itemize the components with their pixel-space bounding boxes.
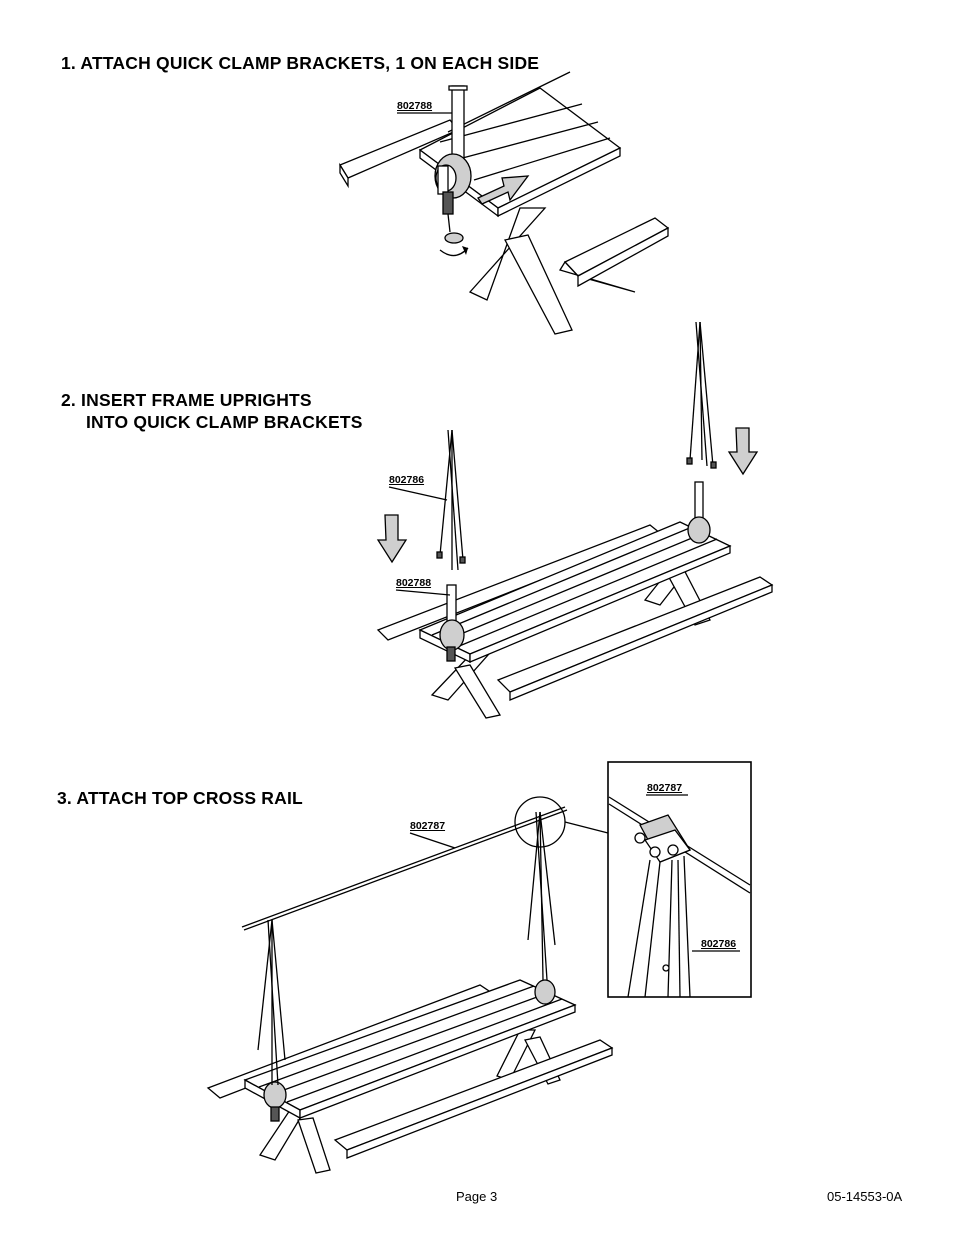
detail-inset (607, 761, 752, 998)
step-1-table-illustration (339, 71, 670, 335)
detail-part-label-802787: 802787 (647, 782, 683, 794)
detail-part-label-802786: 802786 (701, 938, 737, 950)
step-2-upright-leader (388, 486, 448, 501)
part-label-802788-step1: 802788 (397, 100, 433, 112)
step-1-title: 1. ATTACH QUICK CLAMP BRACKETS, 1 ON EAC… (61, 53, 540, 73)
part-label-802787-step3: 802787 (410, 820, 446, 832)
step-2-table-illustration (376, 321, 774, 719)
page-number: Page 3 (456, 1189, 498, 1204)
step-3-rail-leader (409, 832, 456, 849)
step-2-bracket-leader (395, 589, 451, 596)
step-2-title-line-1: 2. INSERT FRAME UPRIGHTS (61, 390, 312, 410)
part-label-802788-step2: 802788 (396, 577, 432, 589)
step-3-title: 3. ATTACH TOP CROSS RAIL (57, 788, 303, 808)
part-label-802786-step2: 802786 (389, 474, 425, 486)
document-number: 05-14553-0A (827, 1189, 903, 1204)
step-2-title-line-2: INTO QUICK CLAMP BRACKETS (86, 412, 363, 432)
step-3-table-illustration (206, 796, 614, 1174)
